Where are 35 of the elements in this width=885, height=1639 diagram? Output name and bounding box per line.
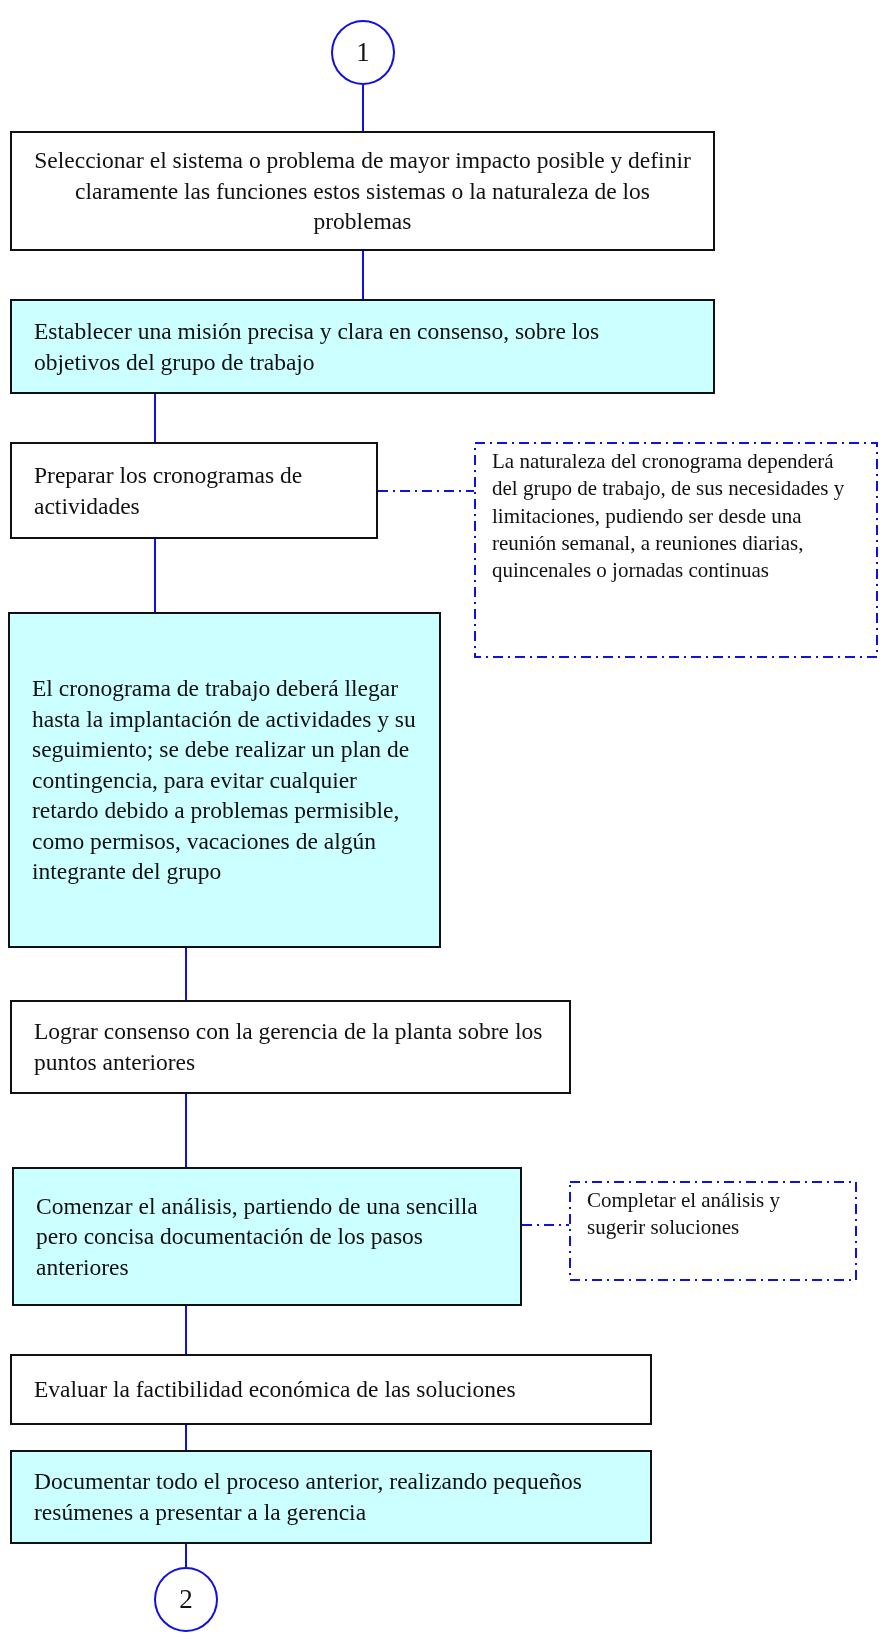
- step-text: Lograr consenso con la gerencia de la planta sobre los puntos anteriores: [34, 1017, 544, 1077]
- note-text: Completar el análisis y sugerir soluciones: [587, 1187, 782, 1242]
- process-box: [10, 131, 715, 251]
- dashed-connector: [377, 490, 475, 492]
- process-box: [10, 1354, 652, 1425]
- annotation-box: [569, 1181, 857, 1281]
- connector-circle: [154, 1567, 218, 1632]
- connector-circle: [331, 20, 395, 85]
- step-text: Evaluar la factibilidad económica de las soluciones: [34, 1375, 516, 1405]
- process-box: [10, 1450, 652, 1544]
- connector-line: [185, 947, 187, 1001]
- step-text: Comenzar el análisis, partiendo de una sencilla pero concisa documentación de los pasos anteriores: [36, 1191, 479, 1282]
- process-box: [8, 612, 441, 948]
- note-text: La naturaleza del cronograma dependerá del grupo de trabajo, de sus necesidades y limitaciones, pudiendo ser desde una reunión semanal, a reuniones diarias, quincenales o jornadas continuas: [492, 448, 846, 585]
- connector-number: 2: [179, 1582, 193, 1616]
- dashed-connector: [521, 1224, 570, 1226]
- step-text: Seleccionar el sistema o problema de mayor impacto posible y definir claramente las funciones estos sistemas o la naturaleza de los problemas: [34, 146, 691, 237]
- process-box: [12, 1167, 522, 1306]
- step-text: Establecer una misión precisa y clara en consenso, sobre los objetivos del grupo de trabajo: [34, 316, 601, 377]
- connector-line: [185, 1543, 187, 1568]
- connector-line: [362, 250, 364, 300]
- step-text: Documentar todo el proceso anterior, realizando pequeños resúmenes a presentar a la gerencia: [34, 1467, 583, 1527]
- connector-line: [362, 84, 364, 132]
- annotation-box: [474, 442, 878, 658]
- connector-line: [154, 393, 156, 443]
- connector-line: [185, 1305, 187, 1355]
- step-text: Preparar los cronogramas de actividades: [34, 460, 304, 521]
- connector-line: [185, 1093, 187, 1168]
- connector-line: [185, 1424, 187, 1451]
- process-box: [10, 1000, 571, 1094]
- connector-number: 1: [356, 35, 370, 69]
- process-box: [10, 442, 378, 539]
- process-box: [10, 299, 715, 394]
- step-text: El cronograma de trabajo deberá llegar hasta la implantación de actividades y su seguimiento; se debe realizar un plan de contingencia, para evitar cualquier retardo debido a problemas permisible, como permisos, vacaciones de algún integrante del grupo: [32, 674, 417, 887]
- connector-line: [154, 538, 156, 613]
